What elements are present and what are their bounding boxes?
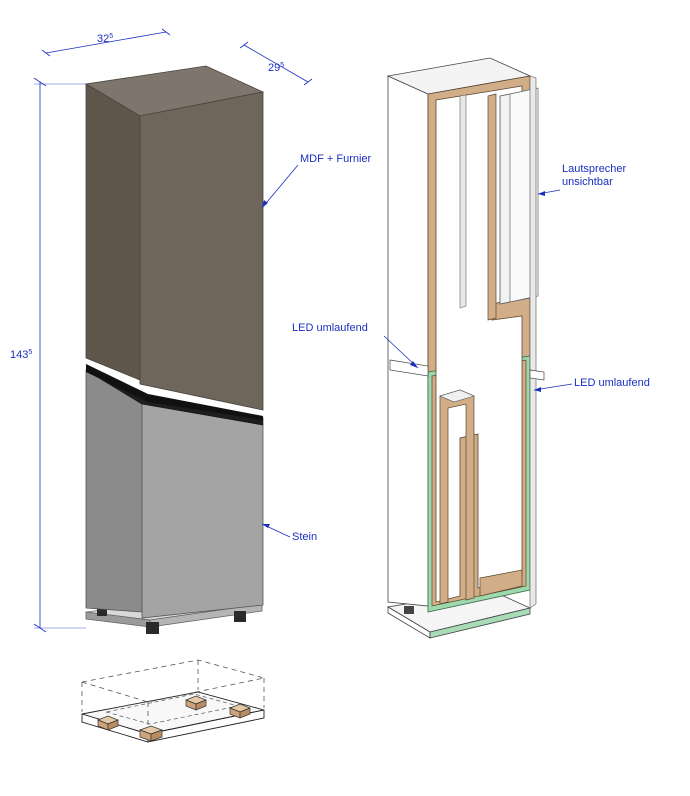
callout-mdf: MDF + Furnier [261, 153, 372, 209]
dimension-height-label: 1435 [10, 349, 32, 361]
stone-block [85, 369, 264, 619]
foot [146, 622, 159, 634]
tower-assembly [84, 65, 265, 634]
dimension-depth-label: 295 [268, 62, 284, 74]
dimension-width: 325 [41, 28, 171, 57]
cutaway-section [386, 57, 545, 639]
dimension-depth: 295 [239, 41, 313, 86]
annotation-led-right: LED umlaufend [574, 377, 650, 389]
dimension-lines: 325 295 1435 [10, 28, 313, 633]
callout-led-left: LED umlaufend [292, 322, 419, 369]
annotation-mdf: MDF + Furnier [300, 153, 372, 165]
base-frame-detail [81, 659, 265, 743]
wood-foot [97, 715, 119, 731]
annotation-speaker-line2: unsichtbar [562, 176, 613, 188]
callout-led-right: LED umlaufend [533, 377, 650, 392]
dimension-height: 1435 [10, 77, 86, 633]
foot [97, 608, 107, 616]
callout-stone: Stein [261, 523, 317, 543]
annotation-led-left: LED umlaufend [292, 322, 368, 334]
annotations-left: MDF + Furnier Stein [261, 153, 372, 543]
wood-foot [138, 725, 164, 742]
dimension-width-label: 325 [97, 33, 113, 45]
callout-speaker: Lautsprecher unsichtbar [537, 163, 627, 196]
annotation-speaker-line1: Lautsprecher [562, 163, 627, 175]
wood-foot [185, 695, 207, 711]
annotations-right: Lautsprecher unsichtbar LED umlaufend LE… [292, 163, 650, 392]
wood-foot [229, 703, 251, 719]
joint-band [86, 364, 263, 420]
foot [234, 611, 246, 622]
annotation-stone: Stein [292, 531, 317, 543]
mdf-block [84, 65, 265, 411]
